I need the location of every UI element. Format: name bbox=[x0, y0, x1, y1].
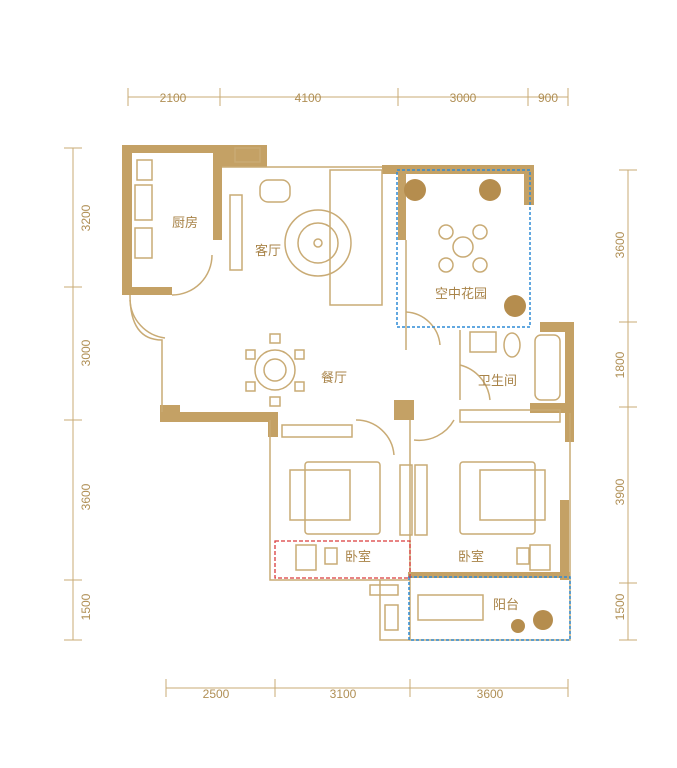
room-label-kitchen: 厨房 bbox=[172, 215, 198, 231]
room-label-dining-room: 餐厅 bbox=[321, 370, 347, 386]
dim-right-3: 3900 bbox=[613, 478, 627, 505]
balcony-outline bbox=[408, 576, 571, 641]
plant-icon bbox=[533, 610, 553, 630]
dim-left-3: 3600 bbox=[79, 483, 93, 510]
plant-icon bbox=[479, 179, 501, 201]
dim-left-2: 3000 bbox=[79, 339, 93, 366]
room-label-sky-garden: 空中花园 bbox=[435, 286, 487, 302]
thin-walls bbox=[129, 147, 571, 641]
room-label-bedroom-left: 卧室 bbox=[345, 549, 371, 565]
plants bbox=[404, 179, 553, 633]
dim-bottom-3: 3600 bbox=[477, 687, 504, 701]
dim-bottom-1: 2500 bbox=[203, 687, 230, 701]
plant-icon bbox=[504, 295, 526, 317]
dim-left-4: 1500 bbox=[79, 593, 93, 620]
plant-icon bbox=[511, 619, 525, 633]
room-label-bedroom-right: 卧室 bbox=[458, 549, 484, 565]
dim-bottom-2: 3100 bbox=[330, 687, 357, 701]
room-label-bathroom: 卫生间 bbox=[478, 374, 517, 389]
dim-right-1: 3600 bbox=[613, 231, 627, 258]
dim-top-3: 3000 bbox=[450, 91, 477, 105]
dim-top-1: 2100 bbox=[160, 91, 187, 105]
walls bbox=[122, 145, 574, 580]
room-label-balcony: 阳台 bbox=[493, 598, 519, 613]
room-label-living-room: 客厅 bbox=[255, 243, 281, 259]
dim-right-2: 1800 bbox=[613, 351, 627, 378]
dimension-lines bbox=[64, 88, 637, 697]
dim-top-4: 900 bbox=[538, 91, 558, 105]
dim-left-1: 3200 bbox=[79, 204, 93, 231]
plant-icon bbox=[404, 179, 426, 201]
sky-garden-outline bbox=[396, 169, 531, 328]
dim-right-4: 1500 bbox=[613, 593, 627, 620]
bedroom-highlight-outline bbox=[274, 540, 411, 579]
dim-top-2: 4100 bbox=[295, 91, 322, 105]
